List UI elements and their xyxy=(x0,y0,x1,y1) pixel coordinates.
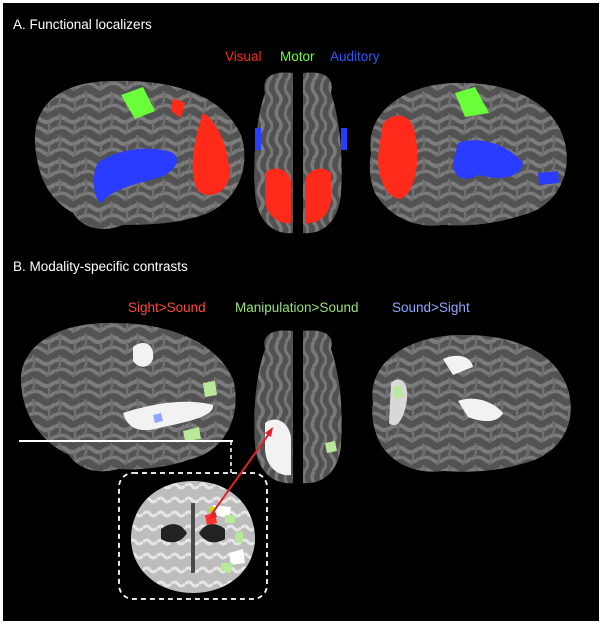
brain-a-left-lateral xyxy=(34,80,245,229)
legend-sight-sound: Sight>Sound xyxy=(128,300,206,315)
panel-a-title: A. Functional localizers xyxy=(13,17,152,32)
legend-sound-sight: Sound>Sight xyxy=(392,300,470,315)
brain-a-dorsal xyxy=(254,72,347,234)
brain-b-dorsal xyxy=(254,330,342,484)
mri-inset xyxy=(118,472,268,600)
brain-b-left-lateral xyxy=(20,322,236,472)
arrow-head-top xyxy=(265,427,273,437)
brain-a-right-lateral xyxy=(369,82,567,226)
legend-motor: Motor xyxy=(280,49,315,64)
brain-b-right-lateral xyxy=(372,334,571,472)
panel-b-title: B. Modality-specific contrasts xyxy=(13,259,188,274)
figure-frame: A. Functional localizers Visual Motor Au… xyxy=(3,3,599,621)
legend-auditory: Auditory xyxy=(330,49,380,64)
legend-manipulation-sound: Manipulation>Sound xyxy=(235,300,359,315)
legend-visual: Visual xyxy=(225,49,262,64)
brain-figure xyxy=(19,72,571,600)
arrow-head-bottom xyxy=(209,511,217,519)
arrow-line xyxy=(210,430,272,516)
